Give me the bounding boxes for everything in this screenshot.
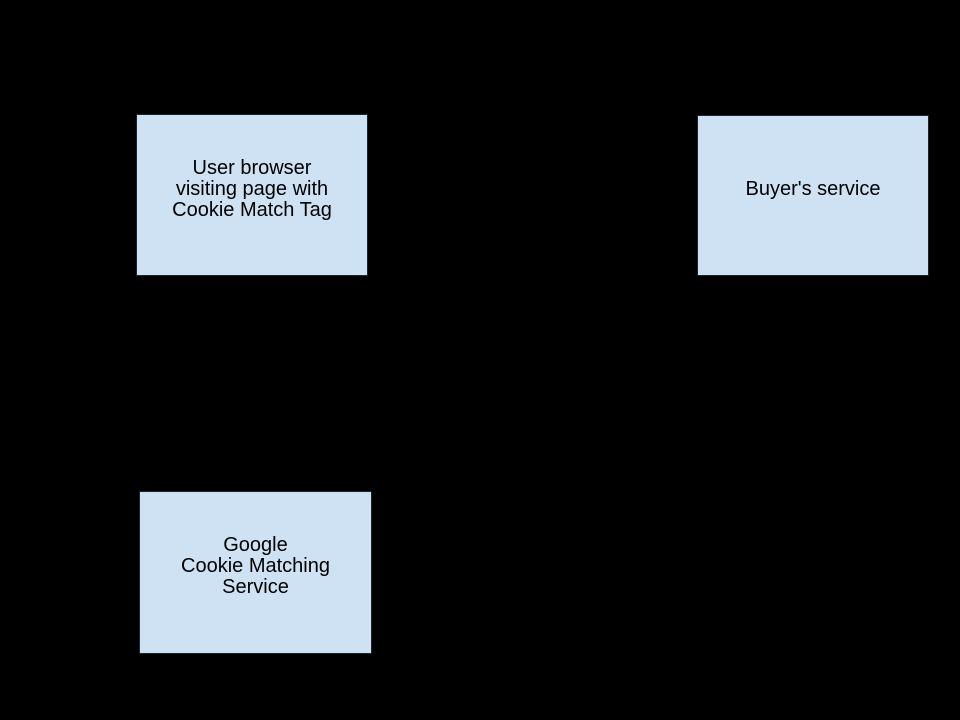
node-user-browser-label: User browser visiting page with Cookie M… <box>172 156 332 221</box>
node-google-cookie-matching-service-label: Google Cookie Matching Service <box>181 534 330 598</box>
node-google-cookie-matching-service: Google Cookie Matching Service <box>139 491 372 654</box>
node-buyers-service: Buyer's service <box>697 115 929 276</box>
node-buyers-service-label: Buyer's service <box>745 178 881 200</box>
node-user-browser: User browser visiting page with Cookie M… <box>136 114 368 276</box>
